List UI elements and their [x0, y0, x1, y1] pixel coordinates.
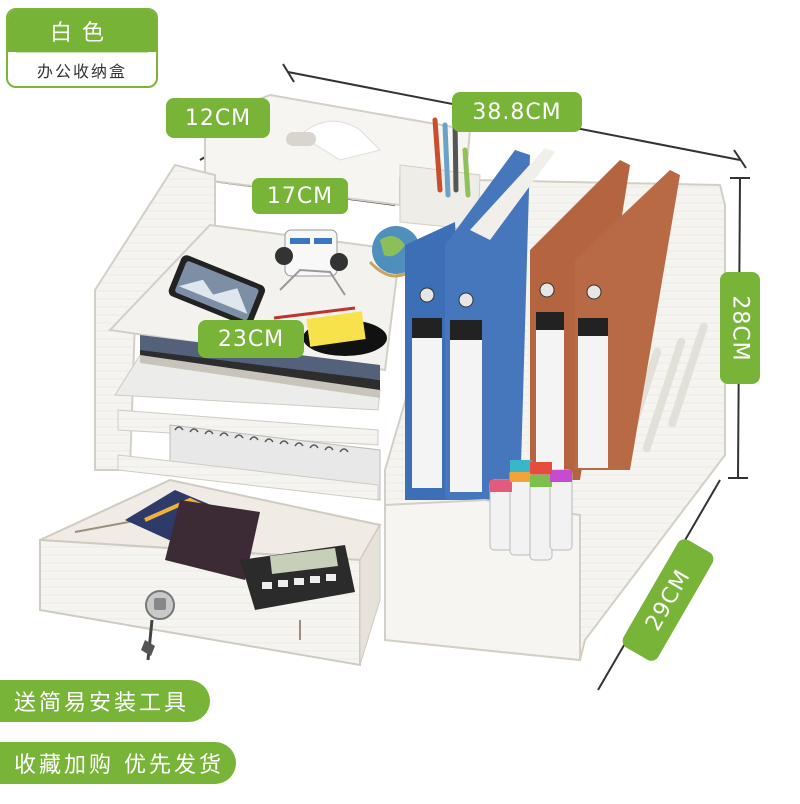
- dimension-width: 38.8CM: [452, 92, 582, 132]
- dimension-tissue-width: 17CM: [252, 178, 348, 214]
- dimension-height: 28CM: [720, 272, 760, 384]
- drawer: [39, 478, 382, 667]
- color-badge: 白色 办公收纳盒: [6, 8, 158, 88]
- tissue-slot: [286, 132, 316, 146]
- rotary-card-file: [275, 229, 348, 296]
- pens: [432, 117, 471, 198]
- sticky-notes: [273, 306, 387, 356]
- tissue-paper: [299, 120, 381, 161]
- favorite-banner: 收藏加购 优先发货: [0, 742, 236, 784]
- free-tools-banner: 送简易安装工具: [0, 680, 210, 722]
- color-label: 白色: [8, 10, 156, 52]
- left-shelves: [114, 335, 381, 501]
- file-folders: [405, 148, 680, 500]
- product-name-label: 办公收纳盒: [16, 52, 148, 86]
- markers: [489, 460, 573, 561]
- dimension-depth-top: 12CM: [166, 98, 270, 138]
- dimension-shelf-width: 23CM: [198, 320, 304, 358]
- smartphone: [168, 255, 266, 327]
- dimension-height-text: 28CM: [727, 294, 753, 362]
